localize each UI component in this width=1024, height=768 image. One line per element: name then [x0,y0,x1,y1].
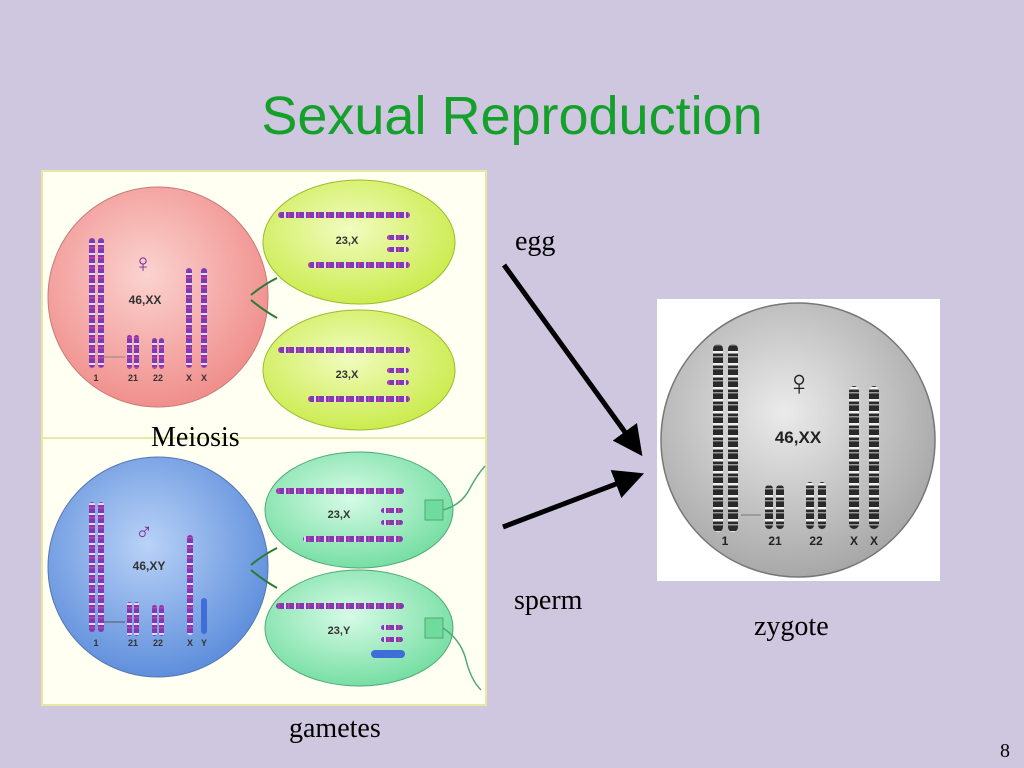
male-division-arrows [250,547,278,589]
female-karyotype: 46,XX [129,293,162,307]
egg-gamete-2: 23,X [262,309,456,431]
gamete-karyotype: 23,X [336,369,359,381]
zygote-label: zygote [754,611,829,642]
gametes-label: gametes [289,713,381,744]
male-diploid-cell: ♂ 46,XY 1 21 22 X Y [47,456,269,678]
chrom-label: X [201,373,207,383]
sperm-arrow [502,469,645,530]
chrom-label: 21 [128,638,138,648]
egg-arrow [501,263,643,457]
male-chromosomes [89,502,207,636]
egg-gamete-1: 23,X [262,179,456,305]
female-division-arrows [250,277,278,319]
male-symbol: ♂ [135,520,153,546]
chrom-label: 21 [128,373,138,383]
chrom-label: X [870,534,878,548]
zygote-chromosomes [713,344,879,532]
chrom-label: 22 [153,373,163,383]
zygote-cell: ♀ 46,XX 1 21 22 X X [660,302,936,578]
chrom-label: 1 [93,638,98,648]
female-symbol: ♀ [133,249,153,278]
chrom-label: X [187,638,193,648]
sperm-gamete-2: 23,Y [264,569,482,691]
chrom-label: Y [201,638,207,648]
slide-title: Sexual Reproduction [261,86,763,146]
chrom-label: 22 [809,534,823,548]
egg-label: egg [515,226,556,257]
male-karyotype: 46,XY [133,559,166,573]
gamete-karyotype: 23,X [336,235,359,247]
zygote-diagram: ♀ 46,XX 1 21 22 X X [657,299,940,581]
gamete-karyotype: 23,Y [328,625,351,637]
chrom-label: 22 [153,638,163,648]
sperm-label: sperm [514,585,583,616]
chrom-label: 1 [93,373,98,383]
chrom-label: X [186,373,192,383]
sperm-gamete-1: 23,X [264,451,486,569]
chrom-label: X [850,534,858,548]
chrom-label: 1 [722,534,729,548]
zygote-karyotype: 46,XX [775,428,822,447]
female-diploid-cell: ♀ 46,XX 1 21 22 X X [47,186,269,408]
zygote-symbol: ♀ [786,363,813,403]
gamete-karyotype: 23,X [328,509,351,521]
page-number: 8 [1000,740,1010,762]
meiosis-label: Meiosis [151,422,240,453]
meiosis-diagram: ♀ 46,XX 1 21 22 X X 23,X [41,170,487,706]
chrom-label: 21 [768,534,782,548]
female-chromosomes [89,238,207,369]
